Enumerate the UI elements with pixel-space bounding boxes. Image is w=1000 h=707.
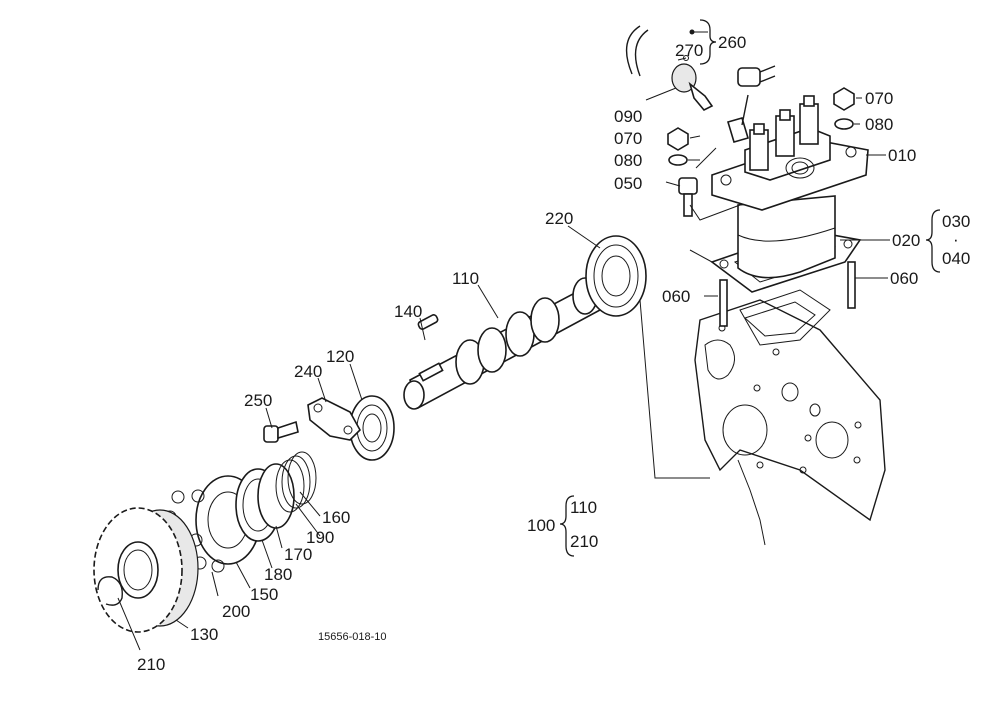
bolt-050-head xyxy=(678,177,698,195)
label-060-left: 060 xyxy=(662,287,690,306)
label-150: 150 xyxy=(250,585,278,604)
label-080-left: 080 xyxy=(614,151,642,170)
label-080-right: 080 xyxy=(865,115,893,134)
label-140: 140 xyxy=(394,302,422,321)
label-100-110: 110 xyxy=(570,498,597,517)
label-270: 270 xyxy=(675,41,703,60)
brace-100 xyxy=(559,495,575,557)
nut-070-left xyxy=(667,127,689,151)
label-200: 200 xyxy=(222,602,250,621)
circlip-210 xyxy=(97,576,123,606)
label-100-210: 210 xyxy=(570,532,598,551)
brace-260 xyxy=(699,19,717,65)
camshaft xyxy=(403,277,602,410)
label-030: 030 xyxy=(942,212,970,231)
engine-case xyxy=(694,289,886,546)
governor-assembly xyxy=(195,451,317,565)
label-210: 210 xyxy=(137,655,165,674)
label-050: 050 xyxy=(614,174,642,193)
label-020: 020 xyxy=(892,231,920,250)
bearing-220 xyxy=(585,235,647,317)
label-240: 240 xyxy=(294,362,322,381)
stud-060-left xyxy=(719,279,728,327)
leader-lines xyxy=(117,31,890,651)
stud-060-right xyxy=(847,261,856,309)
label-070-left: 070 xyxy=(614,129,642,148)
label-130: 130 xyxy=(190,625,218,644)
label-090: 090 xyxy=(614,107,642,126)
part-labels: 260 270 090 070 080 050 070 080 010 020 … xyxy=(137,33,970,674)
bolt-250 xyxy=(263,420,299,443)
label-220: 220 xyxy=(545,209,573,228)
washer-080-right xyxy=(834,118,854,130)
label-190: 190 xyxy=(306,528,334,547)
label-010: 010 xyxy=(888,146,916,165)
fasteners xyxy=(667,87,856,327)
brace-020 xyxy=(925,209,941,273)
stopper-240 xyxy=(307,397,361,441)
label-110: 110 xyxy=(452,269,479,288)
label-170: 170 xyxy=(284,545,312,564)
nut-070-right xyxy=(833,87,855,111)
injection-pump xyxy=(625,25,869,293)
drawing-number: 15656-018-10 xyxy=(318,631,387,643)
bolt-050-shank xyxy=(683,193,693,217)
label-160: 160 xyxy=(322,508,350,527)
label-180: 180 xyxy=(264,565,292,584)
label-060-right: 060 xyxy=(890,269,918,288)
label-070-right: 070 xyxy=(865,89,893,108)
label-040: 040 xyxy=(942,249,970,268)
label-dot: · xyxy=(953,230,959,249)
label-100: 100 xyxy=(527,516,555,535)
washer-080-left xyxy=(668,154,688,166)
label-260: 260 xyxy=(718,33,746,52)
label-120: 120 xyxy=(326,347,354,366)
label-250: 250 xyxy=(244,391,272,410)
gear-130 xyxy=(93,507,199,633)
